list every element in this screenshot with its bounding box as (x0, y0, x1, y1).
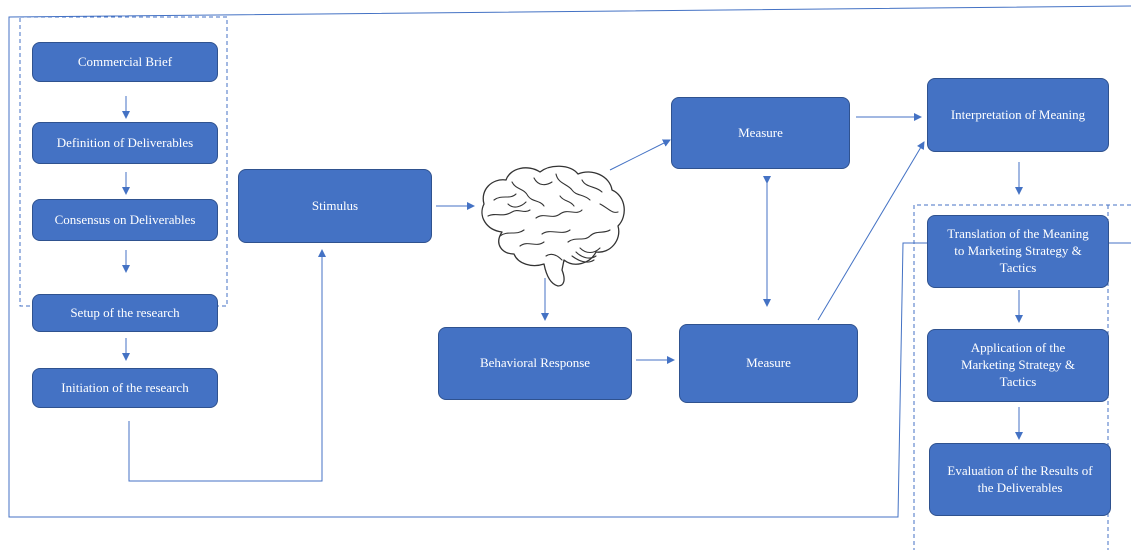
marketing-group-frame (913, 204, 1131, 550)
arrow-initiation-to-stimulus (128, 249, 326, 482)
behavioral-response-label: Behavioral Response (479, 355, 591, 371)
behavioral-response-box: Behavioral Response (438, 327, 632, 400)
initiation-of-research-label: Initiation of the research (61, 379, 189, 395)
research-setup-group-frame (19, 16, 228, 307)
setup-of-research-label: Setup of the research (70, 304, 180, 320)
consensus-on-deliverables-box: Consensus on Deliverables (32, 199, 218, 241)
measure-top-box: Measure (671, 97, 850, 169)
measure-top-label: Measure (738, 124, 783, 140)
evaluation-of-results-label: Evaluation of the Results of the Deliver… (947, 462, 1093, 495)
interpretation-of-meaning-box: Interpretation of Meaning (927, 78, 1109, 152)
arrow-measure-bottom-to-interpretation (817, 141, 925, 321)
stimulus-label: Stimulus (311, 197, 359, 213)
consensus-on-deliverables-label: Consensus on Deliverables (54, 211, 196, 227)
application-of-strategy-box: Application of the Marketing Strategy & … (927, 329, 1109, 402)
arrow-brain-to-measure (609, 139, 671, 171)
measure-bottom-box: Measure (679, 324, 858, 403)
commercial-brief-box: Commercial Brief (32, 42, 218, 82)
stimulus-box: Stimulus (238, 169, 432, 243)
definition-of-deliverables-label: Definition of Deliverables (56, 134, 194, 150)
application-of-strategy-label: Application of the Marketing Strategy & … (960, 340, 1076, 389)
translation-of-meaning-box: Translation of the Meaning to Marketing … (927, 215, 1109, 288)
interpretation-of-meaning-label: Interpretation of Meaning (950, 106, 1086, 122)
translation-of-meaning-label: Translation of the Meaning to Marketing … (947, 226, 1089, 275)
setup-of-research-box: Setup of the research (32, 294, 218, 332)
brain-icon (481, 165, 625, 287)
measure-bottom-label: Measure (746, 355, 791, 371)
initiation-of-research-box: Initiation of the research (32, 368, 218, 408)
commercial-brief-label: Commercial Brief (77, 53, 173, 69)
definition-of-deliverables-box: Definition of Deliverables (32, 122, 218, 164)
evaluation-of-results-box: Evaluation of the Results of the Deliver… (929, 443, 1111, 516)
